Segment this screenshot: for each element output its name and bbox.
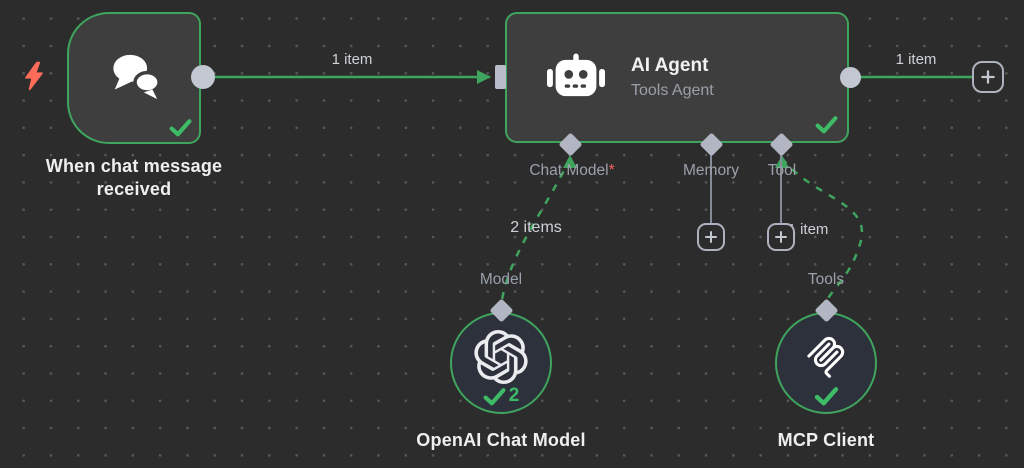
add-node-button[interactable] bbox=[972, 61, 1004, 93]
port-label-text: Chat Model bbox=[529, 162, 609, 179]
mcp-success-check-icon bbox=[814, 387, 838, 406]
openai-success-check-icon bbox=[483, 387, 506, 405]
connection-label-agent-output: 1 item bbox=[895, 51, 937, 68]
agent-subtitle: Tools Agent bbox=[631, 82, 714, 99]
agent-input-endpoint[interactable] bbox=[495, 65, 506, 89]
connection-label-model: 2 items bbox=[510, 219, 562, 236]
arrowhead-model-to-agent bbox=[563, 155, 577, 168]
connection-model-to-agent[interactable] bbox=[500, 157, 572, 301]
add-tool-button[interactable] bbox=[767, 223, 795, 251]
mcp-port-label: Tools bbox=[807, 271, 845, 288]
openai-port-label: Model bbox=[479, 271, 523, 288]
connection-label-tool: 1 item bbox=[787, 221, 829, 238]
openai-node-label: OpenAI Chat Model bbox=[416, 430, 586, 450]
node-mcp-client[interactable] bbox=[775, 312, 877, 414]
trigger-node-label: When chat message received bbox=[45, 156, 223, 200]
agent-success-check-icon bbox=[815, 115, 838, 134]
plus-icon bbox=[981, 70, 995, 84]
trigger-bolt-icon bbox=[19, 55, 49, 97]
trigger-output-endpoint[interactable] bbox=[191, 65, 215, 89]
node-openai-chat-model[interactable]: 2 bbox=[450, 312, 552, 414]
trigger-success-check-icon bbox=[169, 118, 192, 137]
mcp-node-label: MCP Client bbox=[777, 430, 875, 450]
robot-icon bbox=[547, 53, 605, 103]
port-label-chat-model: Chat Model* bbox=[512, 162, 632, 180]
arrowhead-trigger-to-agent bbox=[477, 70, 491, 84]
openai-run-count: 2 bbox=[508, 385, 520, 406]
agent-title: AI Agent bbox=[631, 55, 709, 76]
node-chat-trigger[interactable] bbox=[67, 12, 201, 144]
plus-icon bbox=[705, 231, 717, 243]
connection-tool-to-agent[interactable] bbox=[781, 157, 864, 301]
chat-bubbles-icon bbox=[105, 50, 167, 104]
port-label-memory: Memory bbox=[683, 162, 739, 179]
mcp-logo-icon bbox=[803, 333, 849, 379]
node-ai-agent[interactable]: AI Agent Tools Agent bbox=[505, 12, 849, 143]
add-memory-button[interactable] bbox=[697, 223, 725, 251]
port-label-tool: Tool bbox=[767, 162, 797, 179]
openai-logo-icon bbox=[474, 330, 528, 384]
required-marker: * bbox=[608, 162, 615, 179]
plus-icon bbox=[775, 231, 787, 243]
connection-label-trigger-agent: 1 item bbox=[331, 51, 373, 68]
agent-output-endpoint[interactable] bbox=[840, 67, 861, 88]
